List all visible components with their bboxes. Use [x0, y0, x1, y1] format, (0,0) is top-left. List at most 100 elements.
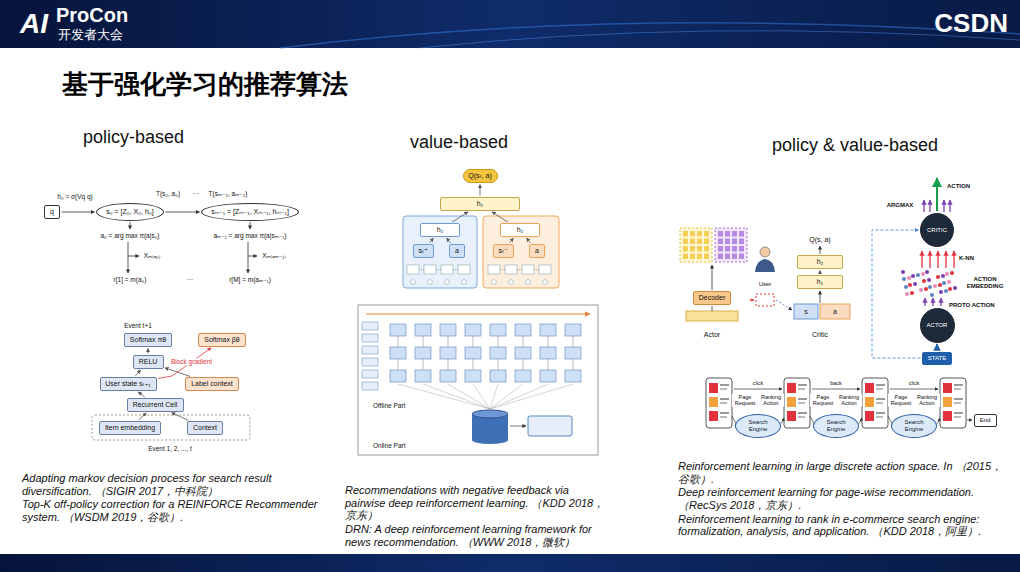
drn-blocks — [573, 359, 574, 370]
gru-rows — [441, 265, 453, 274]
footer-bar — [0, 554, 1020, 572]
process-box: End — [974, 414, 997, 427]
drn-memory — [472, 436, 508, 444]
figure-label: Xₘ₍ₐ₀₎ — [143, 252, 162, 259]
connector-arrow — [62, 212, 95, 213]
reference-note: Deep reinforcement learning for page-wis… — [678, 486, 1012, 511]
process-box: sₜ⁻ — [493, 244, 514, 258]
wolpertinger-arrows — [910, 291, 914, 295]
drn-blocks — [490, 347, 506, 359]
drn-blocks — [415, 370, 431, 382]
node-text: Q(sₜ, a) — [468, 172, 491, 180]
node-text: sₘ₋₁ = [Zₘ₋₁, Xₘ₋₁, hₘ₋₁] — [211, 208, 289, 216]
edge-label: Block gradient — [170, 358, 213, 365]
connector-arrow — [452, 212, 468, 222]
gru-rows — [543, 280, 548, 285]
figure-label: ACTION — [946, 183, 971, 190]
column-heading: policy-based — [83, 127, 184, 148]
drn-blocks — [448, 336, 449, 347]
figure-label: r[1] = m(a₀) — [113, 276, 148, 283]
drn-blocks — [390, 324, 406, 336]
figure-label: T(s₀, a₀) — [155, 190, 181, 197]
drn-memory — [472, 410, 508, 418]
drn-blocks — [540, 370, 556, 382]
wolpertinger-arrows — [950, 271, 954, 275]
figure-label: a — [833, 308, 837, 316]
connector-arrow — [139, 413, 147, 420]
embedding-grid — [739, 239, 744, 245]
node-text: User state sₜ₊₁ — [105, 380, 150, 388]
logo-text: ProCon — [56, 4, 128, 27]
connector-arrow — [527, 238, 531, 243]
user-icon — [755, 259, 775, 272]
node-text: a — [455, 247, 459, 255]
embedding-grid — [704, 254, 709, 260]
mdp-arrows — [248, 242, 249, 273]
wolpertinger-arrows — [904, 285, 908, 289]
node-text: sₜ⁻ — [498, 247, 507, 255]
slide-title: 基于强化学习的推荐算法 — [62, 70, 348, 100]
connector-arrow — [820, 271, 821, 274]
figure-label: a₀ = arg max π(a|s₀) — [99, 232, 160, 239]
reference-note: Adapting markov decision process for sea… — [22, 472, 334, 497]
drn-blocks — [523, 336, 524, 347]
drn-frame — [358, 305, 598, 455]
wolpertinger-arrows — [941, 274, 945, 278]
phone-contents — [954, 384, 963, 386]
wolpertinger-arrows — [921, 272, 925, 276]
column-heading: value-based — [410, 132, 508, 153]
phone-contents — [865, 411, 874, 421]
wolpertinger-arrows — [919, 288, 923, 292]
wolpertinger-arrows — [921, 251, 922, 268]
logo-text: 开发者大会 — [58, 28, 123, 43]
wolpertinger-arrows — [937, 251, 938, 268]
figure-label: r[M] = m(aₘ₋₁) — [228, 276, 272, 283]
pairwise-panels — [483, 216, 559, 288]
drn-blocks — [473, 359, 474, 370]
page-phones — [862, 378, 888, 428]
mdp-arrows — [128, 256, 139, 257]
phone-contents — [943, 397, 952, 407]
embedding-grid — [718, 239, 723, 245]
pill-node: Q(sₜ, a) — [463, 169, 498, 183]
node-text: ACTOR — [927, 322, 948, 329]
critic-panel — [820, 291, 821, 303]
wolpertinger-arrows — [948, 287, 952, 291]
embedding-grid — [718, 231, 723, 237]
process-box: sₜ⁺ — [413, 244, 434, 258]
actor-panel — [680, 228, 747, 321]
drn-blocks — [362, 346, 378, 354]
gru-rows — [500, 269, 505, 270]
node-text: Search Engine — [819, 419, 853, 433]
drn-blocks — [565, 324, 581, 336]
phone-contents — [876, 384, 885, 386]
node-text: Context — [193, 424, 217, 432]
figure-label: Event 1, 2, ..., t — [147, 445, 193, 452]
phone-contents — [876, 402, 883, 404]
node-text: a — [535, 247, 539, 255]
critic-panel — [794, 304, 818, 319]
actor-panel — [680, 228, 712, 262]
phone-contents — [720, 416, 727, 418]
gru-rows — [436, 269, 441, 270]
gru-rows — [517, 269, 522, 270]
node-text: End — [980, 417, 991, 424]
actor-panel — [715, 228, 747, 262]
embedding-grid — [683, 246, 688, 252]
wolpertinger-arrows — [938, 283, 942, 287]
wolpertinger-arrows — [929, 251, 930, 268]
connector-arrow — [447, 238, 451, 243]
drn-blocks — [498, 336, 499, 347]
embedding-grid — [704, 246, 709, 252]
figure-label: click — [752, 380, 765, 386]
node-text: s₀ = [Z₀, X₀, h₀] — [106, 208, 154, 216]
critic-panel — [820, 304, 850, 319]
user-icon — [749, 247, 775, 306]
node-text: Search Engine — [897, 419, 931, 433]
logo-text: AI — [20, 8, 48, 40]
wolpertinger-arrows — [922, 279, 926, 283]
drn-blocks — [490, 370, 506, 382]
connector-arrow — [138, 392, 145, 397]
embedding-grid — [690, 239, 695, 245]
phone-contents — [798, 416, 805, 418]
